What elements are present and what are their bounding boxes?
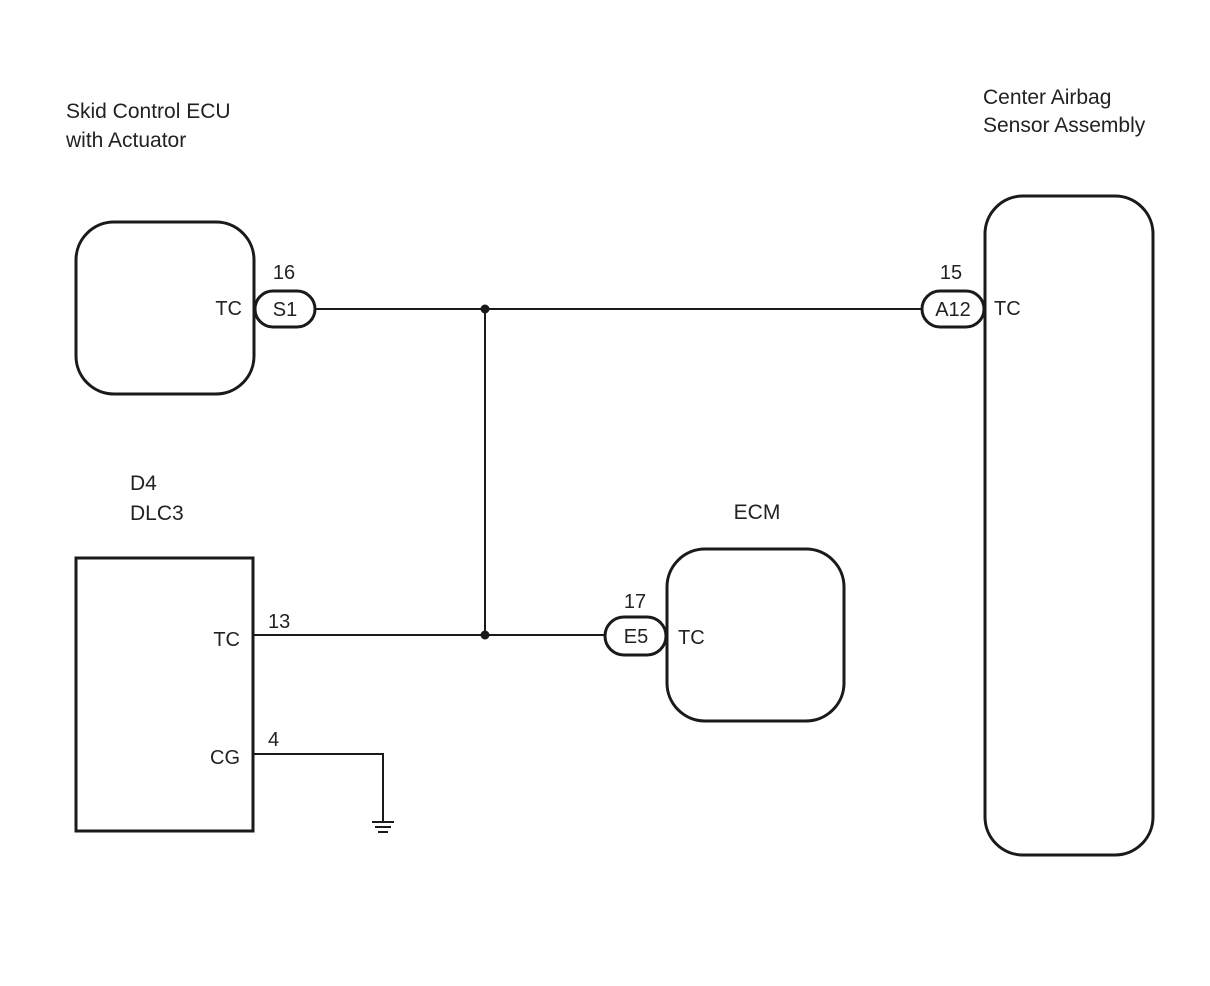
ecm-name: ECM: [734, 501, 781, 524]
connector-a12-label: A12: [935, 299, 971, 321]
skid-ecu-name-line2: with Actuator: [65, 129, 186, 152]
connector-e5-label: E5: [624, 626, 648, 648]
dlc3-name: DLC3: [130, 502, 184, 525]
ecm: ECM TC 17 E5: [603, 501, 846, 723]
connector-s1-label: S1: [273, 299, 297, 321]
connector-s1: [253, 289, 317, 329]
center-airbag-sensor: Center Airbag Sensor Assembly TC 15 A12: [920, 86, 1155, 857]
junction-dot-top: [480, 304, 490, 314]
skid-control-ecu: Skid Control ECU with Actuator TC 16 S1: [65, 100, 317, 396]
ecm-pin-number: 17: [624, 591, 646, 613]
airbag-sensor-pin-number: 15: [940, 262, 962, 284]
ecm-terminal-tc: TC: [678, 627, 705, 649]
skid-ecu-terminal-tc: TC: [215, 298, 242, 320]
airbag-sensor-box: [983, 194, 1155, 857]
airbag-sensor-terminal-tc: TC: [994, 298, 1021, 320]
connector-a12: [920, 289, 986, 329]
skid-ecu-pin-number: 16: [273, 262, 295, 284]
dlc3: D4 DLC3 TC 13 CG 4: [74, 472, 290, 833]
airbag-sensor-name-line1: Center Airbag: [983, 86, 1111, 109]
dlc3-terminal-tc: TC: [213, 629, 240, 651]
connector-e5: [603, 615, 668, 657]
skid-ecu-name-line1: Skid Control ECU: [66, 100, 231, 123]
ground-icon: [372, 821, 394, 833]
junction-dot-bottom: [480, 630, 490, 640]
dlc3-pin-4: 4: [268, 729, 279, 751]
dlc3-box: [74, 556, 255, 833]
dlc3-terminal-cg: CG: [210, 747, 240, 769]
dlc3-code: D4: [130, 472, 157, 495]
wire-cg-ground: [254, 753, 384, 822]
dlc3-pin-13: 13: [268, 611, 290, 633]
airbag-sensor-name-line2: Sensor Assembly: [983, 114, 1146, 137]
wires: [254, 304, 921, 822]
